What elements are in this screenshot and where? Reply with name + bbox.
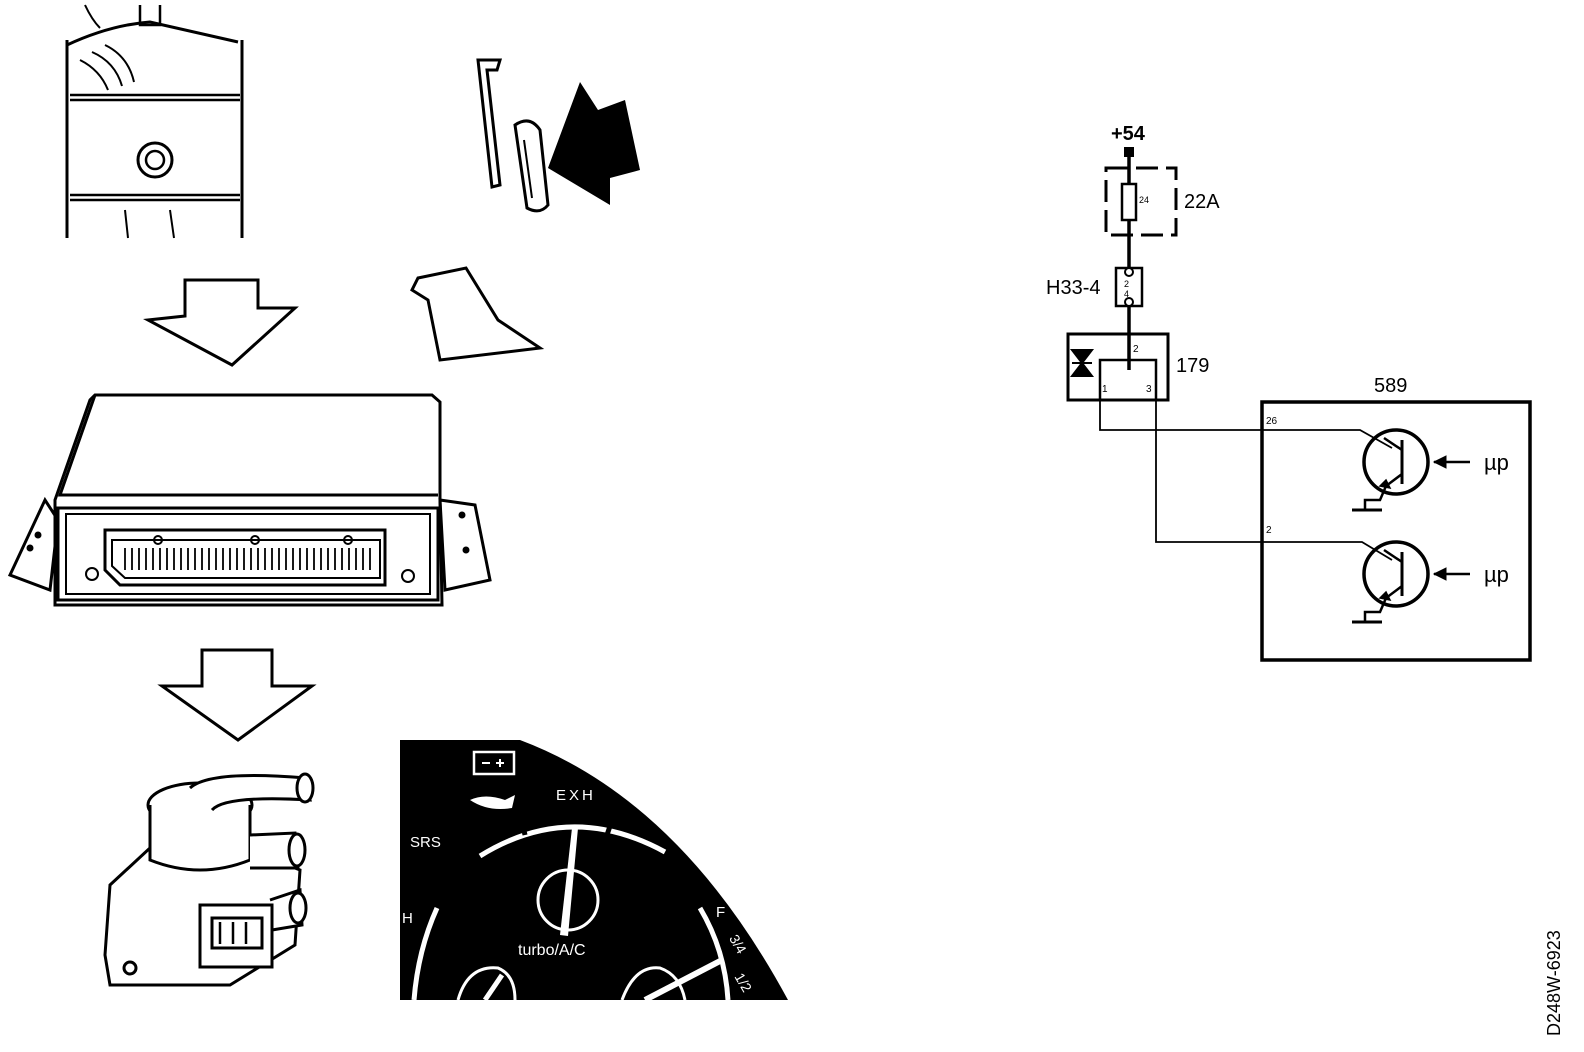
relay-coil — [1098, 358, 1158, 402]
relay-pin-2: 2 — [1133, 344, 1139, 355]
flow-arrow-diagonal-icon — [410, 266, 545, 362]
relay-pin-3: 3 — [1146, 384, 1152, 395]
boost-solenoid-valve-illustration — [103, 772, 315, 987]
gauge-label-f: F — [716, 904, 725, 921]
ecu-connector-pins — [124, 548, 371, 570]
transistor-upper: µp — [1262, 428, 1509, 512]
pointer-arrow-icon — [548, 82, 640, 205]
ecu-box — [1260, 400, 1532, 662]
accelerator-pedal-illustration — [476, 58, 640, 213]
instrument-cluster-illustration: EXH SRS H turbo/A/C F 3/4 1/2 — [400, 740, 788, 1003]
oil-pressure-icon — [470, 795, 515, 809]
battery-warning-icon — [472, 750, 516, 776]
signal-label-lower: µp — [1484, 562, 1509, 587]
fuse-box-label: 22A — [1184, 191, 1220, 213]
gauge-label-exh: EXH — [556, 787, 596, 804]
wire-relay-pin3-to-ecu2 — [1155, 400, 1262, 543]
figure-id: D248W-6923 — [1544, 930, 1564, 1036]
flow-arrow-down-icon — [143, 278, 299, 367]
wiring-schematic: +54 24 22A 2 4 H33-4 2 1 3 179 589 26 2 — [1046, 123, 1532, 662]
transistor-lower: µp — [1262, 540, 1509, 624]
gauge-label-srs: SRS — [410, 834, 441, 851]
wire-relay-pin1-to-ecu26 — [1099, 400, 1262, 431]
supply-terminal — [1124, 147, 1134, 157]
ecu-pin-26: 26 — [1266, 416, 1278, 427]
gauge-label-h: H — [402, 910, 413, 927]
relay-label: 179 — [1176, 355, 1209, 377]
supply-label: +54 — [1111, 123, 1146, 145]
connector-pin-2: 2 — [1124, 279, 1129, 289]
fuse-box-outline — [1104, 166, 1178, 237]
connector-label: H33-4 — [1046, 277, 1100, 299]
flow-arrow-down-lower-icon — [157, 648, 317, 742]
ecu-pin-2: 2 — [1266, 525, 1272, 536]
ecu-label: 589 — [1374, 375, 1407, 397]
fuse-symbol — [1120, 182, 1138, 222]
fuse-number: 24 — [1139, 195, 1149, 205]
gauge-label-turbo: turbo/A/C — [518, 942, 586, 959]
relay-pin-1: 1 — [1102, 384, 1108, 395]
signal-label-upper: µp — [1484, 450, 1509, 475]
engine-cylinder-illustration — [65, 4, 244, 239]
connector-pin-4: 4 — [1124, 289, 1129, 299]
ecu-module-illustration — [7, 393, 492, 607]
